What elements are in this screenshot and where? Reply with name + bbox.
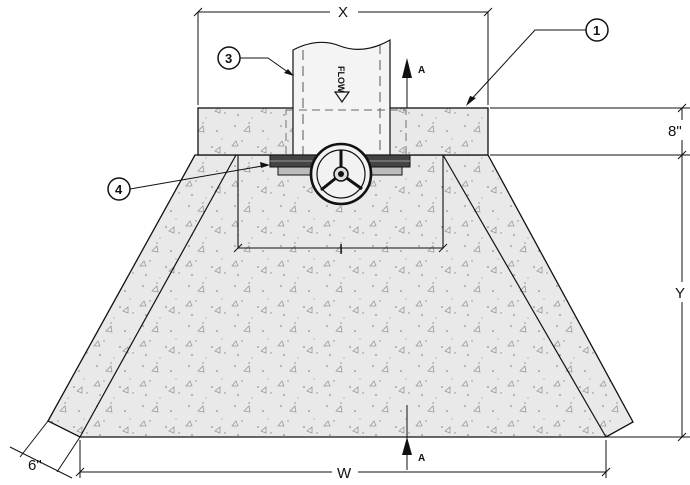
section-label-top: A: [418, 65, 425, 76]
svg-text:1: 1: [593, 23, 600, 38]
dimension-y: [490, 103, 690, 442]
dimension-6in: [9, 420, 81, 479]
left-wing-inner-edge: [79, 154, 237, 438]
callout-4: 4: [107, 162, 270, 201]
dimension-8in-label: 8": [668, 123, 682, 140]
dimension-x: [193, 7, 493, 105]
dimension-i: [233, 243, 448, 253]
flow-arrow-head: [333, 91, 351, 104]
callout-1: 1: [466, 18, 609, 106]
section-arrow-bottom: [402, 437, 412, 455]
dimension-i-label: I: [339, 241, 343, 258]
flow-arrow: FLOW: [336, 66, 346, 93]
section-label-bottom: A: [418, 453, 425, 464]
dimension-x-label: X: [338, 4, 348, 21]
svg-text:4: 4: [115, 182, 123, 197]
dimension-w-label: W: [337, 465, 352, 482]
dimension-w: [75, 440, 611, 478]
section-arrow-top: [402, 58, 412, 78]
right-wing-inner-edge: [442, 154, 607, 438]
svg-text:3: 3: [225, 51, 232, 66]
svg-text:FLOW: FLOW: [336, 66, 346, 93]
callout-3: 3: [217, 46, 294, 76]
pipe: [292, 38, 391, 156]
dimension-6in-label: 6": [28, 457, 42, 474]
handwheel: [309, 142, 373, 206]
gate-recess: [237, 155, 444, 249]
dimension-y-label: Y: [675, 285, 685, 302]
